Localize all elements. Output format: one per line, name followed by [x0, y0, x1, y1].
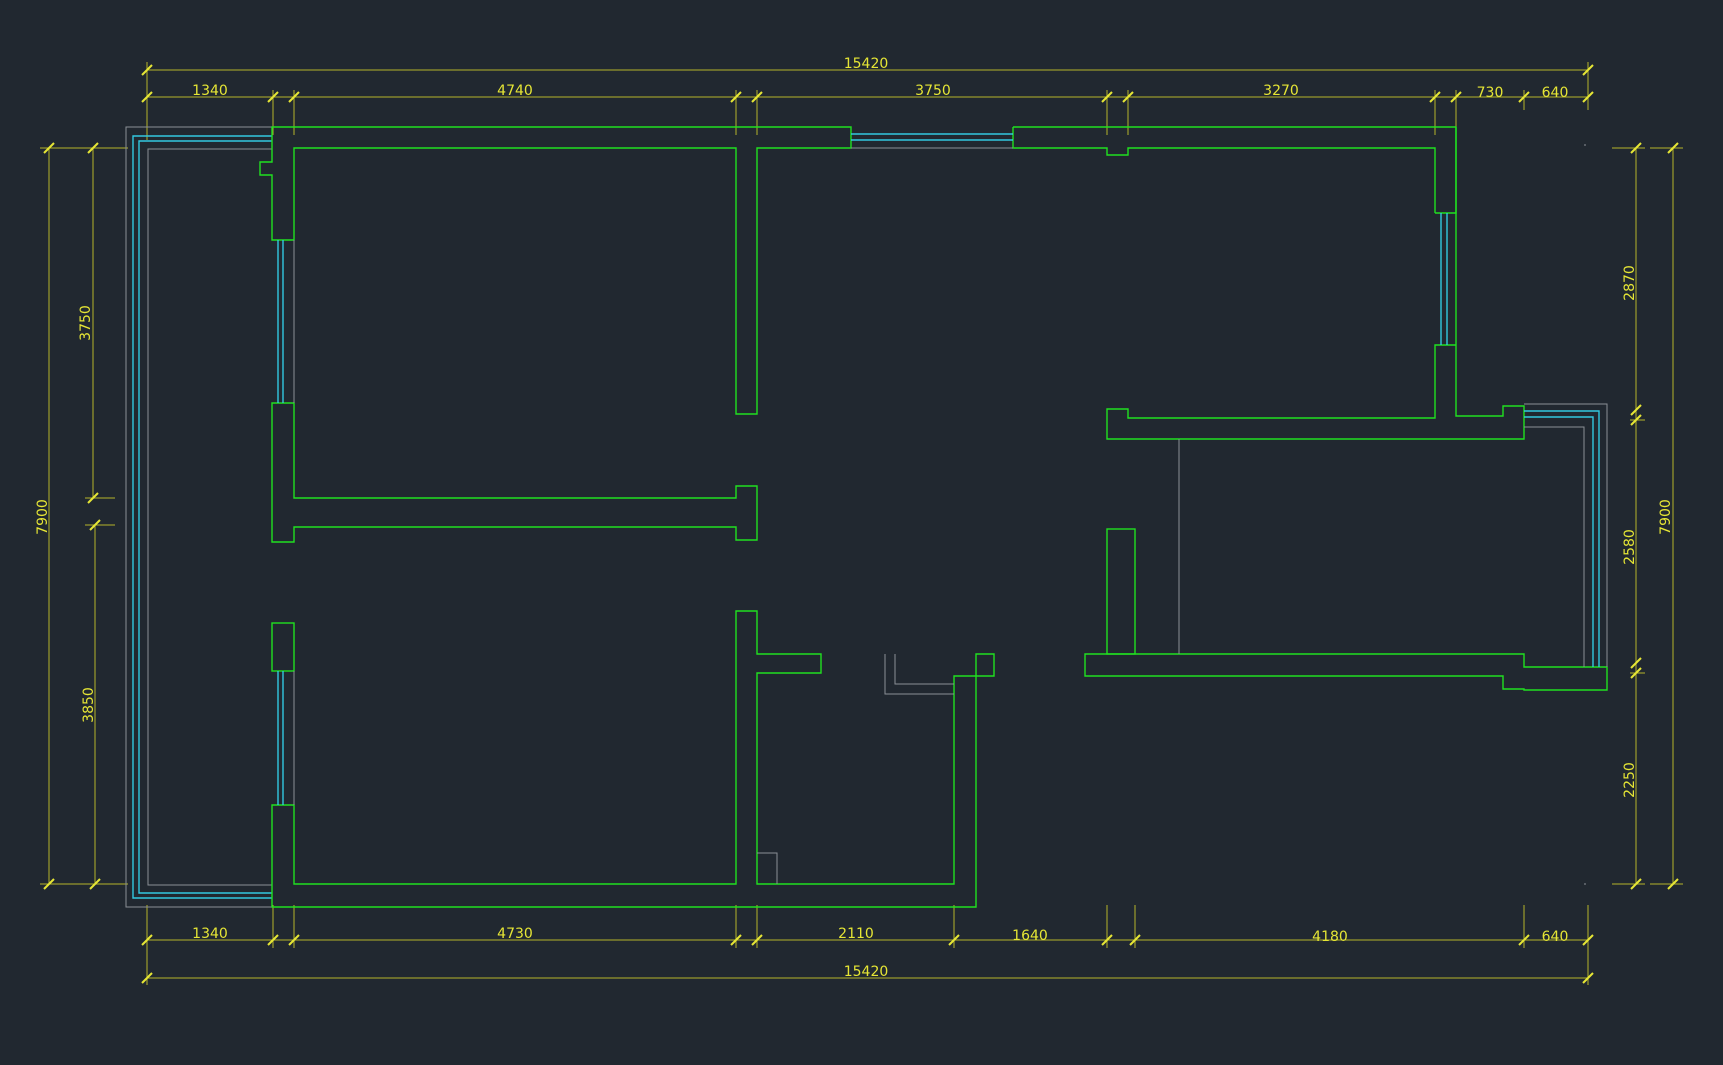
- wall-right-window-top: [1435, 127, 1457, 214]
- dim-right-3: 2250: [1622, 762, 1638, 798]
- dim-bottom-6: 640: [1542, 929, 1569, 945]
- wall-top-right: [1012, 126, 1525, 440]
- dim-left-total: 7900: [35, 499, 51, 535]
- dimension-lines: [40, 62, 1683, 985]
- dim-bottom-total: 15420: [844, 964, 889, 980]
- dim-top-5: 730: [1477, 85, 1504, 101]
- dim-top-6: 640: [1542, 85, 1569, 101]
- dimension-ticks: [43, 64, 1679, 984]
- left-balcony-window: [125, 126, 272, 908]
- dim-top-total: 15420: [844, 56, 889, 72]
- dim-top-4: 3270: [1263, 83, 1299, 99]
- dim-top-3: 3750: [915, 83, 951, 99]
- dimension-labels: 15420 1340 4740 3750 3270 730 640 1340 4…: [35, 56, 1674, 980]
- wall-left-stub: [271, 622, 295, 672]
- dim-left-2: 3850: [81, 687, 97, 723]
- windows: [277, 133, 1608, 805]
- wall-corridor-stub: [1106, 528, 1136, 655]
- dim-left-1: 3750: [78, 305, 94, 341]
- dim-bottom-5: 4180: [1312, 929, 1348, 945]
- wall-left-middle: [271, 402, 758, 543]
- dim-bottom-1: 1340: [192, 926, 228, 942]
- dim-top-2: 4740: [497, 83, 533, 99]
- dim-bottom-4: 1640: [1012, 928, 1048, 944]
- dim-bottom-2: 4730: [497, 926, 533, 942]
- wall-lower-right: [1084, 653, 1608, 691]
- dim-bottom-3: 2110: [838, 926, 874, 942]
- fixtures: [757, 144, 1586, 885]
- wall-left-upper: [259, 126, 852, 415]
- walls: [259, 126, 1608, 908]
- dim-right-total: 7900: [1658, 499, 1674, 535]
- dim-right-1: 2870: [1622, 265, 1638, 301]
- dim-top-1: 1340: [192, 83, 228, 99]
- wall-bottom-left: [271, 610, 995, 908]
- dim-right-2: 2580: [1622, 529, 1638, 565]
